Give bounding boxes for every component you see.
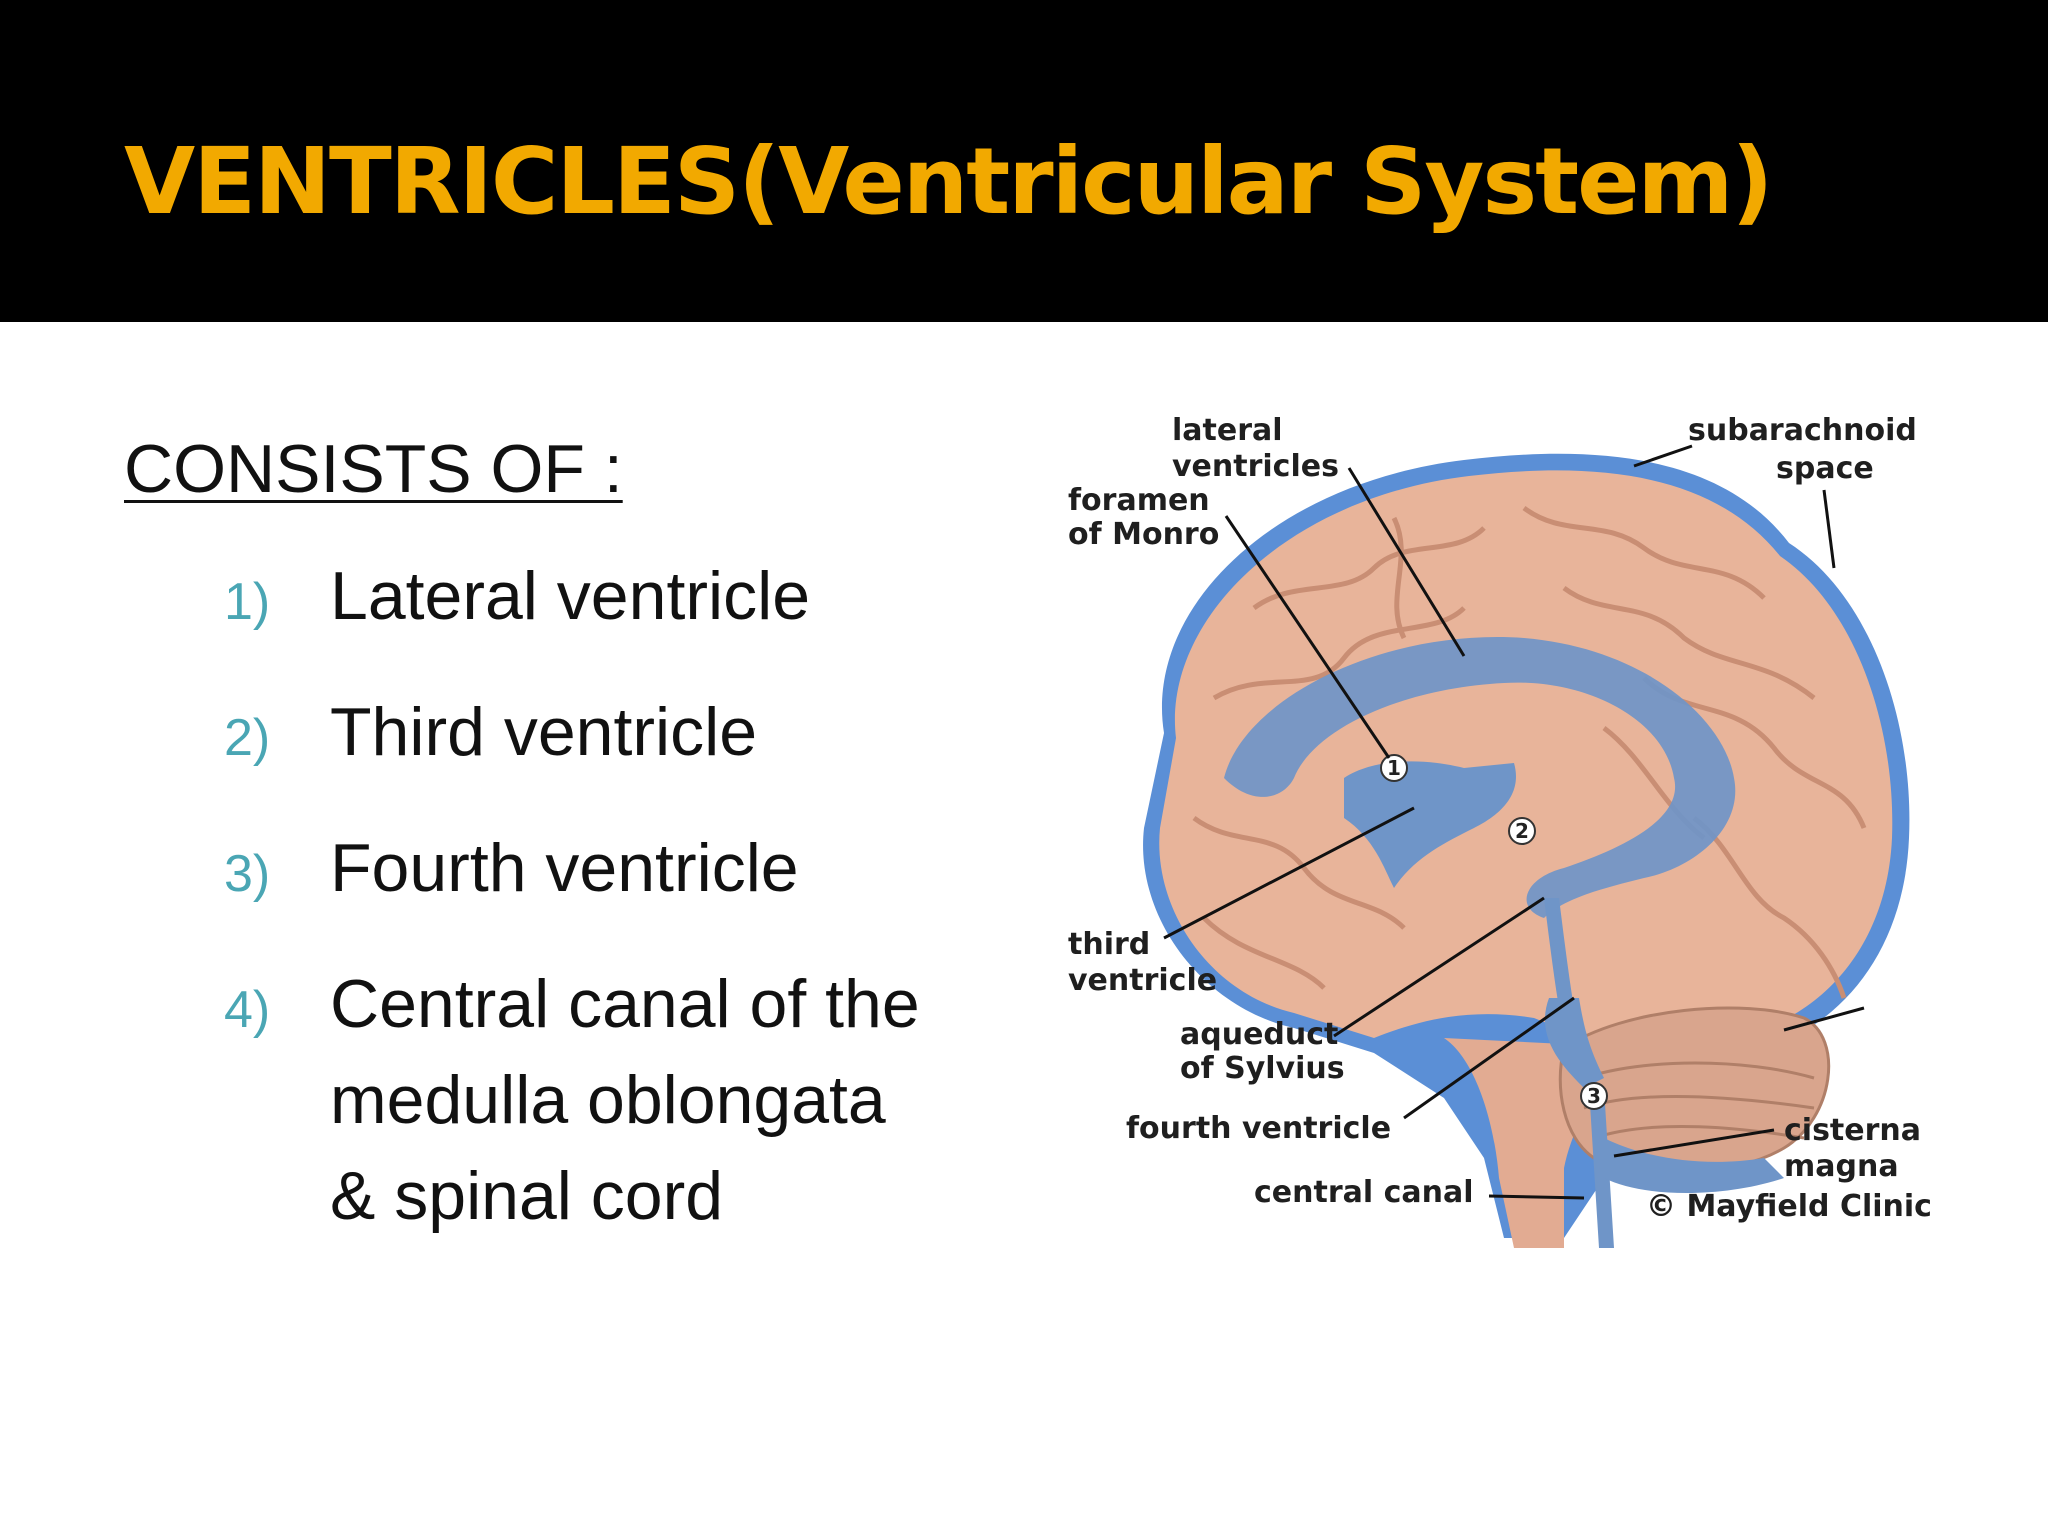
list-number: 4): [224, 981, 271, 1039]
title-bar: VENTRICLES(Ventricular System): [0, 0, 2048, 322]
third-ventricle: [1344, 761, 1516, 888]
label-subarachnoid-space: subarachnoid space: [1688, 413, 1927, 486]
list-text-line: & spinal cord: [330, 1158, 724, 1234]
list-text: Lateral ventricle: [330, 558, 811, 634]
list-item: 1) Lateral ventricle: [124, 548, 1004, 644]
list-text: Fourth ventricle: [330, 830, 799, 906]
list-item: 3) Fourth ventricle: [124, 820, 1004, 916]
brain-ventricles-diagram: 1 2 3 lateral ventricles: [1044, 398, 1944, 1248]
leader-lines: [1163, 444, 1865, 1200]
list-number: 3): [224, 845, 271, 903]
marker-1: 1: [1380, 754, 1408, 782]
label-foramen-of-monro: foramen of Monro: [1068, 483, 1220, 552]
list-number: 1): [224, 573, 271, 631]
marker-2: 2: [1508, 817, 1536, 845]
label-central-canal: central canal: [1254, 1175, 1474, 1210]
lateral-ventricle: [1224, 637, 1736, 918]
credit-text: © Mayfield Clinic: [1646, 1189, 1932, 1224]
svg-text:2: 2: [1515, 819, 1529, 843]
list-heading: CONSISTS OF :: [124, 431, 623, 507]
brain-cerebrum: [1159, 470, 1893, 1045]
list-item: 2) Third ventricle: [124, 684, 1004, 780]
list-text-line: Central canal of the: [330, 966, 920, 1042]
ventricle-list: 1) Lateral ventricle 2) Third ventricle …: [124, 548, 1004, 1244]
content-column: CONSISTS OF : 1) Lateral ventricle 2) Th…: [124, 430, 1004, 1284]
aqueduct-of-sylvius: [1544, 898, 1574, 1008]
label-third-ventricle: third ventricle: [1068, 927, 1217, 998]
list-number: 2): [224, 709, 271, 767]
list-item: 4) Central canal of the medulla oblongat…: [124, 956, 1004, 1244]
central-canal: [1589, 1088, 1614, 1248]
diagram-svg: 1 2 3 lateral ventricles: [1068, 413, 1932, 1248]
list-text-line: medulla oblongata: [330, 1062, 886, 1138]
marker-3: 3: [1580, 1082, 1608, 1110]
cerebellum-folia: [1583, 1061, 1815, 1140]
label-fourth-ventricle: fourth ventricle: [1126, 1111, 1391, 1146]
label-cisterna-magna: cisterna magna: [1784, 1113, 1931, 1184]
label-aqueduct-of-sylvius: aqueduct of Sylvius: [1180, 1017, 1349, 1086]
svg-text:3: 3: [1587, 1084, 1601, 1108]
label-lateral-ventricles: lateral ventricles: [1172, 413, 1339, 484]
list-text: Third ventricle: [330, 694, 758, 770]
fourth-ventricle: [1544, 998, 1604, 1088]
svg-text:1: 1: [1387, 756, 1401, 780]
slide-title: VENTRICLES(Ventricular System): [124, 128, 1773, 235]
cisterna-magna: [1604, 1138, 1784, 1193]
